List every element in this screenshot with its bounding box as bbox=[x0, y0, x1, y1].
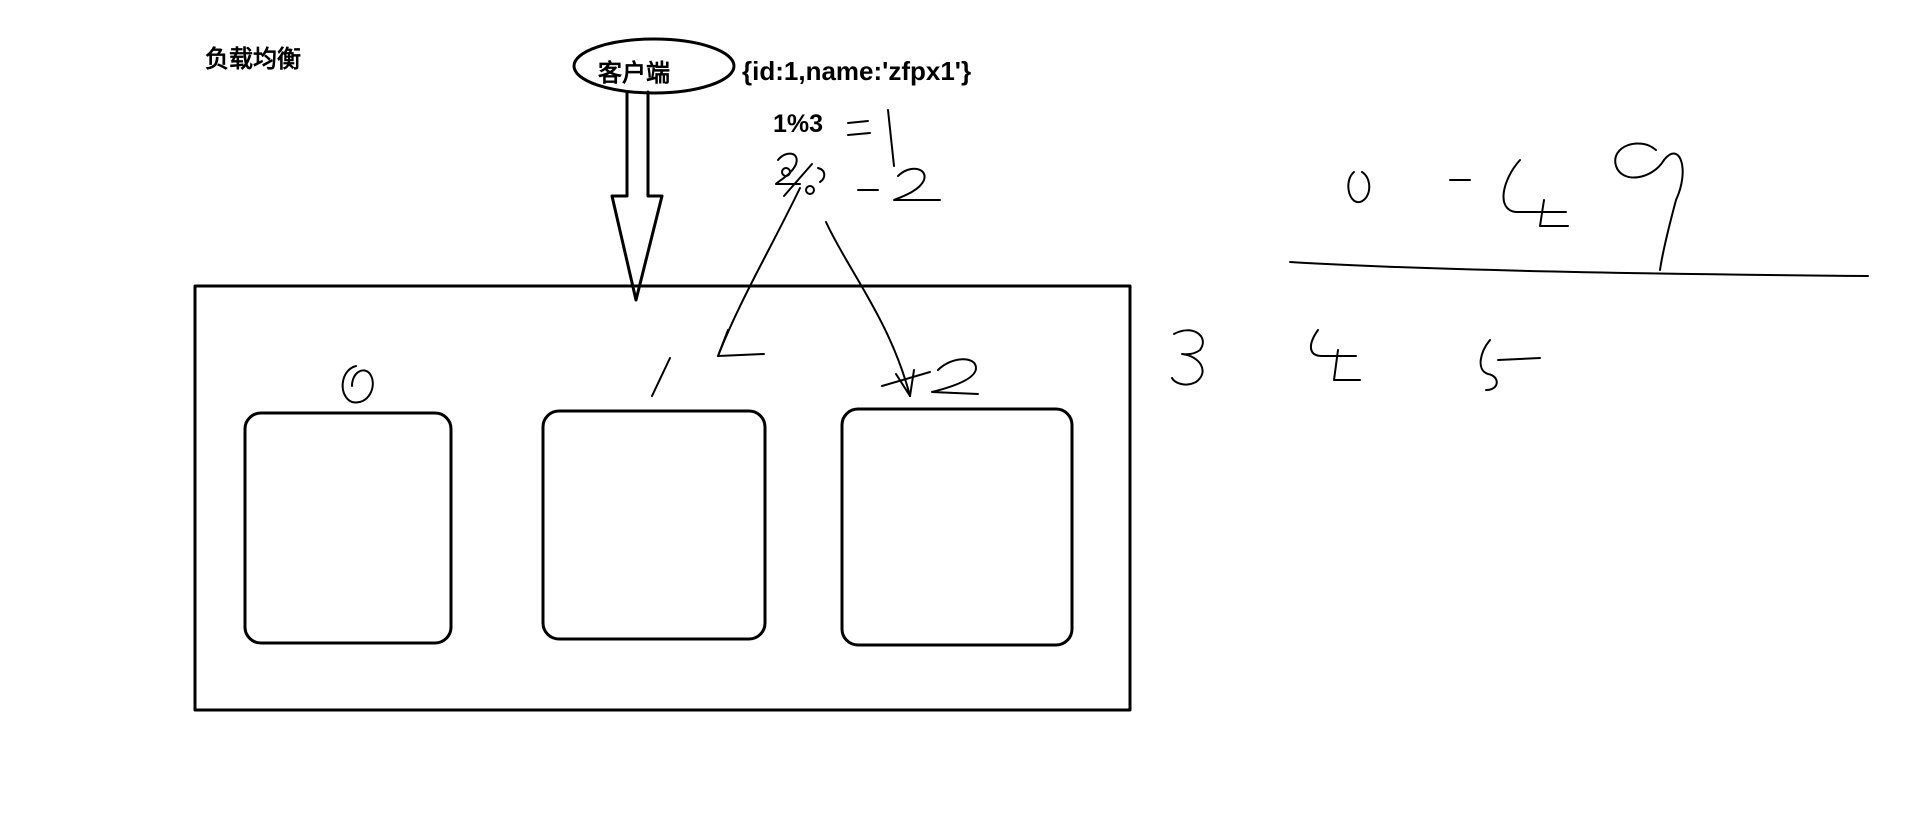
server-box-1 bbox=[541, 409, 767, 641]
handwritten-range-0-49 bbox=[1347, 142, 1684, 271]
handwritten-3-4-5 bbox=[1171, 329, 1541, 391]
handwritten-2-mod-3 bbox=[775, 152, 941, 201]
diagram-title: 负载均衡 bbox=[205, 46, 301, 73]
route-arrow-to-server-2 bbox=[825, 221, 915, 397]
client-label: 客户端 bbox=[598, 60, 670, 87]
handwritten-server-0 bbox=[341, 365, 374, 404]
handwritten-server-2 bbox=[881, 358, 979, 395]
client-node bbox=[572, 37, 736, 95]
server-box-0 bbox=[243, 411, 453, 645]
server-box-2 bbox=[840, 407, 1074, 647]
handwritten-server-1 bbox=[651, 357, 671, 397]
handwritten-divider bbox=[1289, 261, 1869, 277]
record-json-label: {id:1,name:'zfpx1'} bbox=[742, 56, 972, 86]
modulo-expression: 1%3 bbox=[773, 110, 824, 138]
cluster-box bbox=[193, 284, 1132, 712]
handwritten-equals-1 bbox=[847, 109, 895, 167]
request-arrow bbox=[610, 90, 664, 302]
route-arrow-to-server-1 bbox=[717, 187, 801, 357]
